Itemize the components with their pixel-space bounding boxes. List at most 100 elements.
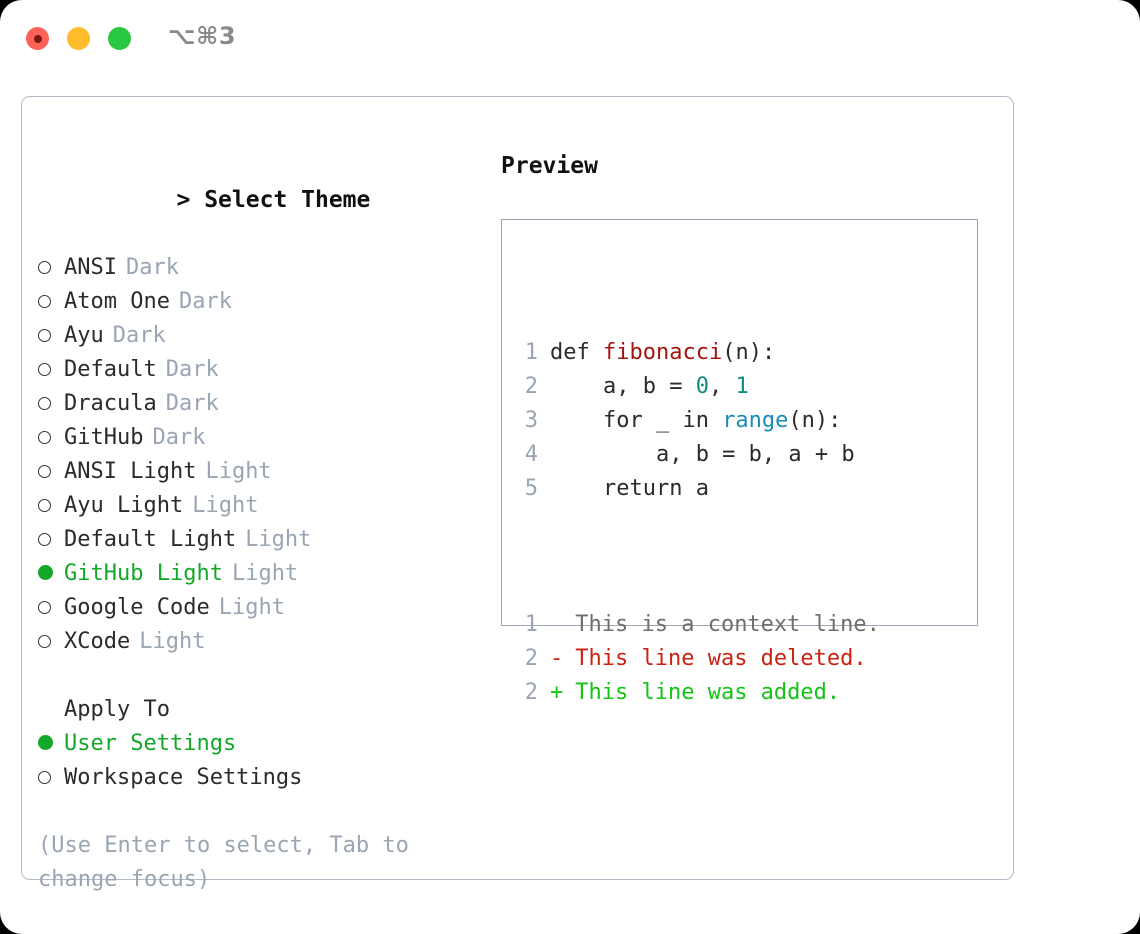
code-token: (n):: [722, 340, 776, 365]
close-button[interactable]: [26, 27, 49, 50]
code-token: a, b =: [550, 374, 696, 399]
code-token: return a: [550, 476, 709, 501]
radio-unselected-icon: [38, 319, 64, 353]
theme-option-xcode[interactable]: XCode Light: [38, 625, 478, 659]
radio-unselected-icon: [38, 285, 64, 319]
apply-to-option-label: User Settings: [64, 731, 237, 756]
line-number: 5: [524, 476, 538, 501]
code-line: 2 a, b = 0, 1: [516, 370, 880, 404]
code-token: fibonacci: [602, 340, 723, 365]
theme-option-label: ANSI Light: [64, 459, 197, 484]
select-theme-title: Select Theme: [204, 187, 371, 213]
window-controls: [26, 27, 131, 50]
line-number: 1: [524, 340, 538, 365]
theme-option-label: Default Light: [64, 527, 237, 552]
theme-option-kind: Light: [231, 561, 299, 586]
radio-unselected-icon: [38, 523, 64, 557]
line-number: 3: [524, 408, 538, 433]
line-number: 4: [524, 442, 538, 467]
radio-unselected-icon: [38, 421, 64, 455]
code-token: (n):: [788, 408, 842, 433]
diff-text: This line was added.: [575, 680, 841, 705]
line-number: 1: [524, 612, 538, 637]
apply-to-option-user-settings[interactable]: User Settings: [38, 727, 478, 761]
preview-title: Preview: [501, 153, 598, 179]
theme-option-kind: Light: [139, 629, 206, 654]
theme-option-label: Google Code: [64, 595, 210, 620]
diff-block: 1 This is a context line.2- This line wa…: [516, 608, 880, 710]
theme-option-label: Ayu Light: [64, 493, 184, 518]
diff-text: This line was deleted.: [575, 646, 867, 671]
list-spacer: [38, 659, 478, 693]
radio-unselected-icon: [38, 455, 64, 489]
minimize-button[interactable]: [67, 27, 90, 50]
theme-option-default-light[interactable]: Default Light Light: [38, 523, 478, 557]
code-token: 0: [695, 374, 709, 399]
apply-to-header: Apply To: [64, 697, 170, 722]
code-token: for _ in: [550, 408, 723, 433]
theme-option-atom-one[interactable]: Atom One Dark: [38, 285, 478, 319]
code-token: ,: [708, 374, 736, 399]
theme-option-dracula[interactable]: Dracula Dark: [38, 387, 478, 421]
radio-unselected-icon: [38, 489, 64, 523]
radio-unselected-icon: [38, 353, 64, 387]
theme-option-github[interactable]: GitHub Dark: [38, 421, 478, 455]
diff-line-add: 2 + This line was added.: [516, 676, 880, 710]
diff-sign: +: [550, 680, 564, 705]
radio-unselected-icon: [38, 251, 64, 285]
code-token: 1: [735, 374, 749, 399]
theme-option-label: Ayu: [64, 323, 104, 348]
apply-to-option-workspace-settings[interactable]: Workspace Settings: [38, 761, 478, 795]
theme-option-kind: Light: [192, 493, 259, 518]
code-token: def: [550, 340, 603, 365]
code-line: 3 for _ in range(n):: [516, 404, 880, 438]
code-line: 4 a, b = b, a + b: [516, 438, 880, 472]
diff-sign: -: [550, 646, 564, 671]
keyboard-shortcut-label: ⌥⌘3: [168, 22, 237, 50]
theme-option-github-light[interactable]: GitHub Light Light: [38, 557, 478, 591]
theme-option-label: GitHub Light: [64, 561, 223, 586]
theme-option-kind: Dark: [152, 425, 206, 450]
line-number: 2: [524, 646, 538, 671]
theme-option-ansi-light[interactable]: ANSI Light Light: [38, 455, 478, 489]
line-number: 2: [524, 680, 538, 705]
theme-option-kind: Light: [245, 527, 312, 552]
diff-line-del: 2- This line was deleted.: [516, 642, 880, 676]
theme-option-default[interactable]: Default Dark: [38, 353, 478, 387]
theme-option-kind: Dark: [165, 391, 219, 416]
radio-unselected-icon: [38, 591, 64, 625]
keyboard-hint-text: (Use Enter to select, Tab to change focu…: [38, 833, 423, 892]
diff-line-ctx: 1 This is a context line.: [516, 608, 880, 642]
code-line: 5 return a: [516, 472, 880, 506]
apply-to-option-label: Workspace Settings: [64, 765, 303, 790]
theme-option-ayu[interactable]: Ayu Dark: [38, 319, 478, 353]
theme-option-kind: Dark: [165, 357, 219, 382]
theme-option-ayu-light[interactable]: Ayu Light Light: [38, 489, 478, 523]
theme-option-kind: Dark: [112, 323, 166, 348]
line-number: 2: [524, 374, 538, 399]
radio-selected-icon: [38, 557, 64, 591]
theme-option-kind: Light: [205, 459, 272, 484]
theme-option-label: Dracula: [64, 391, 157, 416]
code-token: range: [722, 408, 789, 433]
maximize-button[interactable]: [108, 27, 131, 50]
diff-sign: [550, 612, 575, 637]
theme-option-kind: Dark: [125, 255, 179, 280]
select-theme-header: > Select Theme: [38, 149, 478, 251]
theme-option-label: XCode: [64, 629, 131, 654]
theme-option-label: Atom One: [64, 289, 170, 314]
theme-option-label: GitHub: [64, 425, 144, 450]
theme-option-label: Default: [64, 357, 157, 382]
theme-option-kind: Dark: [178, 289, 232, 314]
diff-text: This is a context line.: [575, 612, 880, 637]
